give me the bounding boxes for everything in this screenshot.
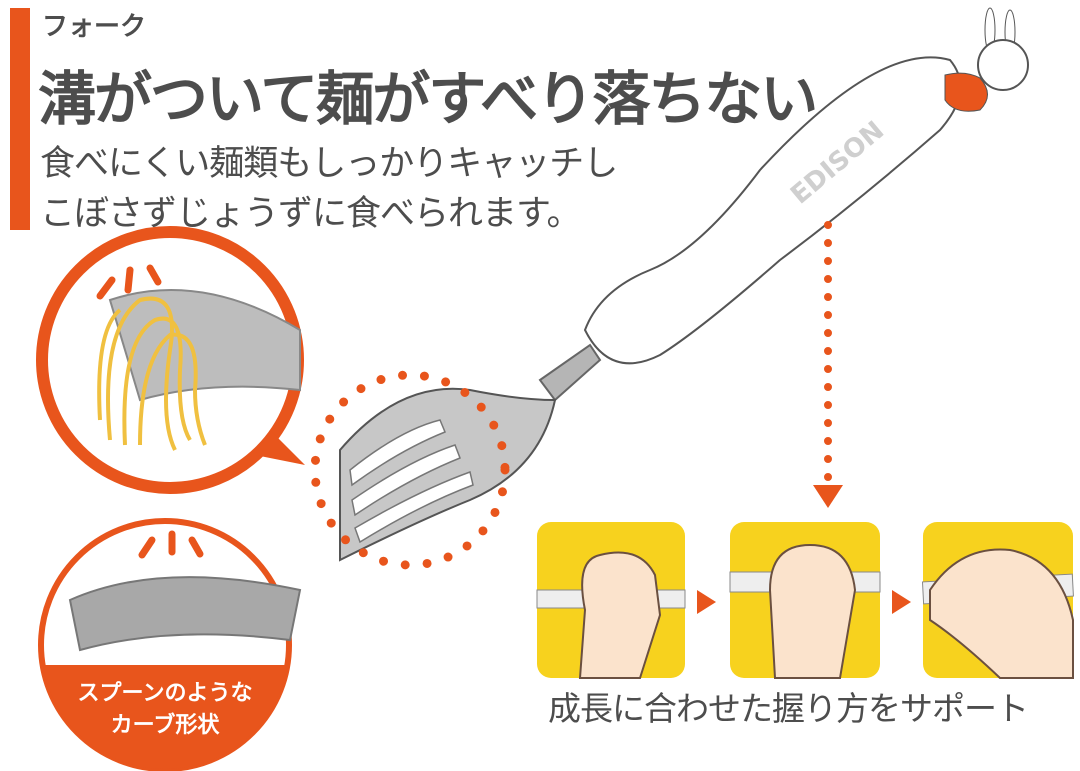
headline: 溝がついて麺がすべり落ちない: [38, 65, 818, 133]
grip-step-2: [729, 522, 881, 679]
step-arrow-icon: [697, 590, 716, 614]
miffy-figure: [944, 7, 1029, 112]
arrow-down-icon: [813, 485, 843, 508]
badge-line: カーブ形状: [110, 713, 220, 738]
description-line: 食べにくい麺類もしっかりキャッチし: [40, 144, 618, 184]
grip-step-3: [921, 522, 1074, 679]
grip-caption: 成長に合わせた握り方をサポート: [548, 689, 1029, 728]
noodle-detail-circle: [36, 226, 305, 494]
step-arrow-icon: [892, 590, 911, 614]
dotted-highlight-circle: [310, 370, 510, 570]
curve-badge-text: スプーンのような カーブ形状: [60, 678, 270, 742]
badge-line: スプーンのような: [77, 681, 253, 706]
description-line: こぼさずじょうずに食べられます。: [40, 194, 582, 234]
accent-bar: [10, 8, 30, 230]
grip-step-1: [536, 522, 686, 679]
curve-shape-circle: [38, 518, 302, 771]
category-label: フォーク: [42, 12, 147, 42]
